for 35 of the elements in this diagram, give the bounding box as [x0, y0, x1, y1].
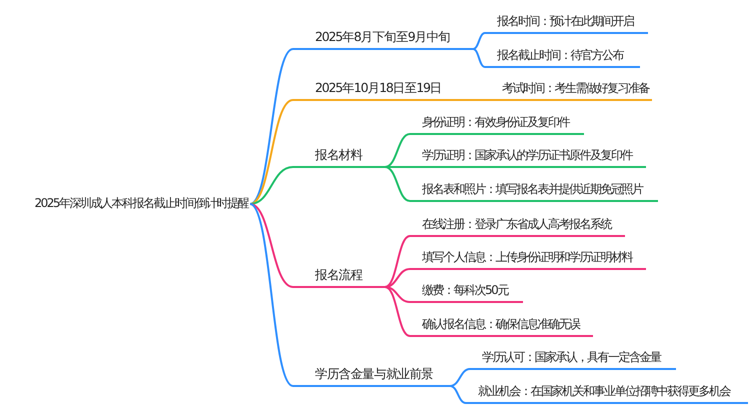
- branch-line: [249, 48, 294, 205]
- branch-line: [385, 166, 410, 168]
- branch-topic: 报名流程: [293, 266, 385, 288]
- branch-line: [384, 235, 410, 288]
- subtopic: 在线注册：登录广东省成人高考报名系统: [410, 215, 625, 237]
- subtopic: 学历证明：国家承认的学历证书原件及复印件: [410, 146, 646, 168]
- subtopic: 确认报名信息：确保信息准确无误: [410, 315, 593, 337]
- branch-line: [384, 166, 410, 202]
- central-topic: 2025年深圳成人本科报名截止时间倒计时提醒: [2, 194, 248, 216]
- subtopic: 填写个人信息：上传身份证明和学历证明材料: [410, 248, 646, 270]
- subtopic: 就业机会：在国家机关和事业单位招聘中获得更多机会: [466, 382, 748, 404]
- subtopic: 身份证明：有效身份证及复印件: [410, 113, 584, 135]
- branch-line: [250, 203, 294, 288]
- branch-line: [450, 368, 470, 387]
- branch-line: [249, 203, 294, 387]
- subtopic: 缴费：每科次50元: [410, 281, 523, 303]
- branch-line: [450, 385, 466, 404]
- branch-line: [384, 133, 410, 168]
- subtopic: 考试时间：考生需做好复习准备: [490, 79, 652, 101]
- branch-line: [472, 32, 486, 50]
- branch-line: [384, 286, 410, 303]
- branch-line: [250, 166, 294, 205]
- branch-line: [384, 268, 410, 288]
- subtopic: 报名时间：预计在此期间开启: [485, 12, 648, 34]
- branch-line: [250, 99, 294, 205]
- branch-topic: 2025年8月下旬至9月中旬: [293, 28, 473, 50]
- branch-line: [473, 99, 490, 101]
- branch-line: [384, 286, 410, 337]
- branch-topic: 学历含金量与就业前景: [293, 365, 450, 387]
- subtopic: 报名表和照片：填写报名表并提供近期免冠照片: [410, 180, 658, 202]
- subtopic: 学历认可：国家承认，具有一定含金量: [470, 348, 676, 370]
- branch-line: [472, 48, 486, 68]
- branch-topic: 报名材料: [293, 146, 385, 168]
- branch-topic: 2025年10月18日至19日: [293, 79, 473, 101]
- subtopic: 报名截止时间：待官方公布: [485, 46, 640, 68]
